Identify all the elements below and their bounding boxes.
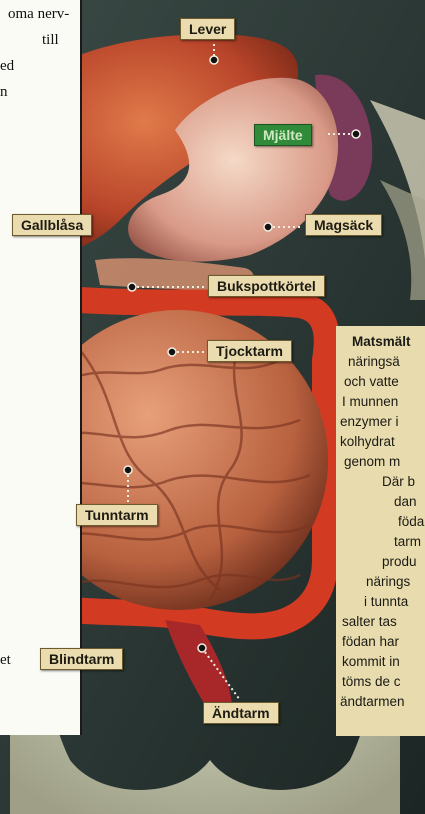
right-text-line: närings — [366, 574, 410, 589]
pointer-dot — [124, 466, 132, 474]
right-text-line: kolhydrat — [340, 434, 395, 449]
right-text-line: I munnen — [342, 394, 398, 409]
pointer-dot — [264, 223, 272, 231]
right-text-line: töms de c — [342, 674, 401, 689]
left-text-column: oma nerv- till ed n et — [0, 0, 82, 735]
right-text-line: kommit in — [342, 654, 400, 669]
pointer-dot — [128, 283, 136, 291]
label-blindtarm: Blindtarm — [40, 648, 123, 670]
right-text-line: Där b — [382, 474, 415, 489]
right-text-panel: Matsmält näringsä och vatte I munnen enz… — [336, 326, 425, 736]
left-text-line: oma nerv- — [8, 6, 69, 23]
label-bukspottkortel: Bukspottkörtel — [208, 275, 325, 297]
right-text-line: föda — [398, 514, 424, 529]
pointer-dot — [198, 644, 206, 652]
right-text-line: ändtarmen — [340, 694, 405, 709]
right-text-line: och vatte — [344, 374, 399, 389]
right-text-line: produ — [382, 554, 417, 569]
label-lever: Lever — [180, 18, 235, 40]
pointer-dot — [210, 56, 218, 64]
label-tunntarm: Tunntarm — [76, 504, 158, 526]
right-text-line: dan — [394, 494, 417, 509]
label-magsack: Magsäck — [305, 214, 382, 236]
pointer-dot — [352, 130, 360, 138]
right-text-line: enzymer i — [340, 414, 399, 429]
right-text-line: tarm — [394, 534, 421, 549]
label-gallblasa: Gallblåsa — [12, 214, 92, 236]
left-text-line: ed — [0, 58, 14, 75]
left-text-line: n — [0, 84, 8, 101]
label-mjalte: Mjälte — [254, 124, 312, 146]
right-text-line: i tunnta — [364, 594, 408, 609]
pointer-dot — [168, 348, 176, 356]
left-text-line: et — [0, 652, 11, 669]
label-andtarm: Ändtarm — [203, 702, 279, 724]
right-text-line: näringsä — [348, 354, 400, 369]
right-text-line: salter tas — [342, 614, 397, 629]
left-text-line: till — [42, 32, 59, 49]
right-text-heading: Matsmält — [352, 334, 411, 349]
right-text-line: genom m — [344, 454, 400, 469]
label-tjocktarm: Tjocktarm — [207, 340, 292, 362]
right-text-line: födan har — [342, 634, 399, 649]
